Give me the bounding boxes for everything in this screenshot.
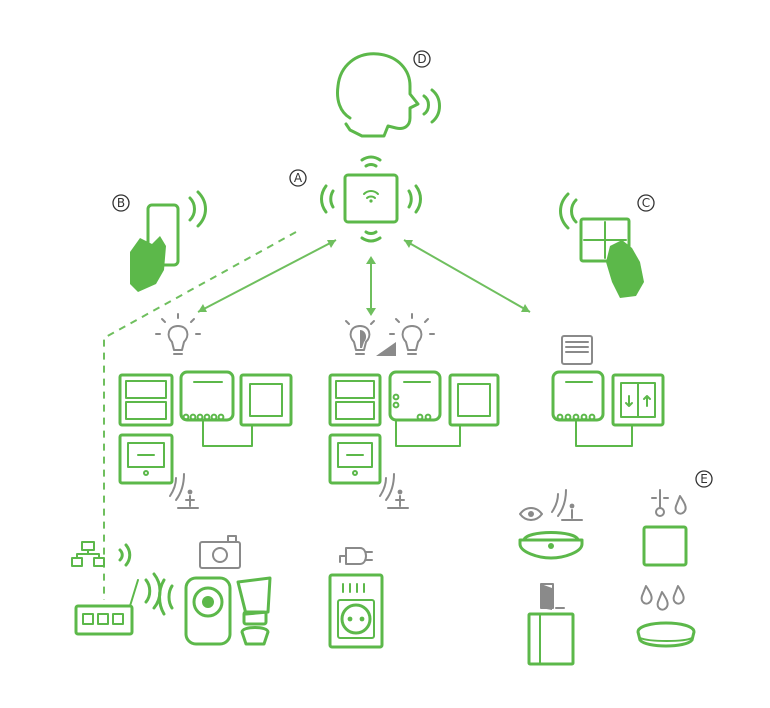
water-leak-sensor [636,621,696,648]
plug-icon [339,547,373,565]
motion-icon-2 [379,473,409,509]
camera-icon [199,535,241,569]
smartphone-icon [130,190,207,292]
smoke-detector [518,531,584,560]
switch-panel-double [118,373,174,427]
temperature-humidity-sensor-icon [651,489,687,517]
blind-actuator-module [551,370,633,447]
svg-text:E: E [700,472,708,486]
motion-switch-panel-2 [328,433,382,485]
label-a: A [289,169,307,187]
door-sensor [527,612,575,666]
blind-icon [561,335,593,365]
outdoor-camera [236,576,272,646]
svg-text:A: A [294,171,303,185]
water-leak-sensor-icon [640,585,685,611]
arrow-right [403,239,531,313]
dimmer-icon [345,313,435,356]
motion-icon [169,473,199,509]
switch-panel-single [239,373,293,427]
temperature-humidity-sensor [642,525,688,567]
dimmer-actuator-module [388,370,461,447]
hub-icon [320,155,422,243]
router [74,572,162,636]
network-icon [71,541,132,567]
arrow-left [197,239,337,313]
label-d: D [413,50,431,68]
dimmer-switch-panel-single [448,373,500,427]
svg-text:C: C [642,196,650,210]
motion-switch-panel [118,433,174,485]
actuator-module [179,370,253,447]
wall-switch-icon [559,192,644,298]
indoor-camera [158,576,232,646]
connection-lines [103,231,531,600]
dimmer-switch-panel [328,373,382,427]
label-c: C [637,194,655,212]
wired-dashed-link [103,231,297,600]
door-sensor-icon [540,583,565,610]
speaking-head-icon [336,52,441,138]
smoke-detector-icon [519,489,583,521]
label-b: B [112,194,130,212]
svg-text:B: B [117,196,125,210]
light-bulb-icon [155,313,201,355]
svg-text:D: D [417,52,426,66]
smart-plug [328,573,384,649]
label-e: E [695,470,713,488]
blind-switch-panel [611,373,665,427]
